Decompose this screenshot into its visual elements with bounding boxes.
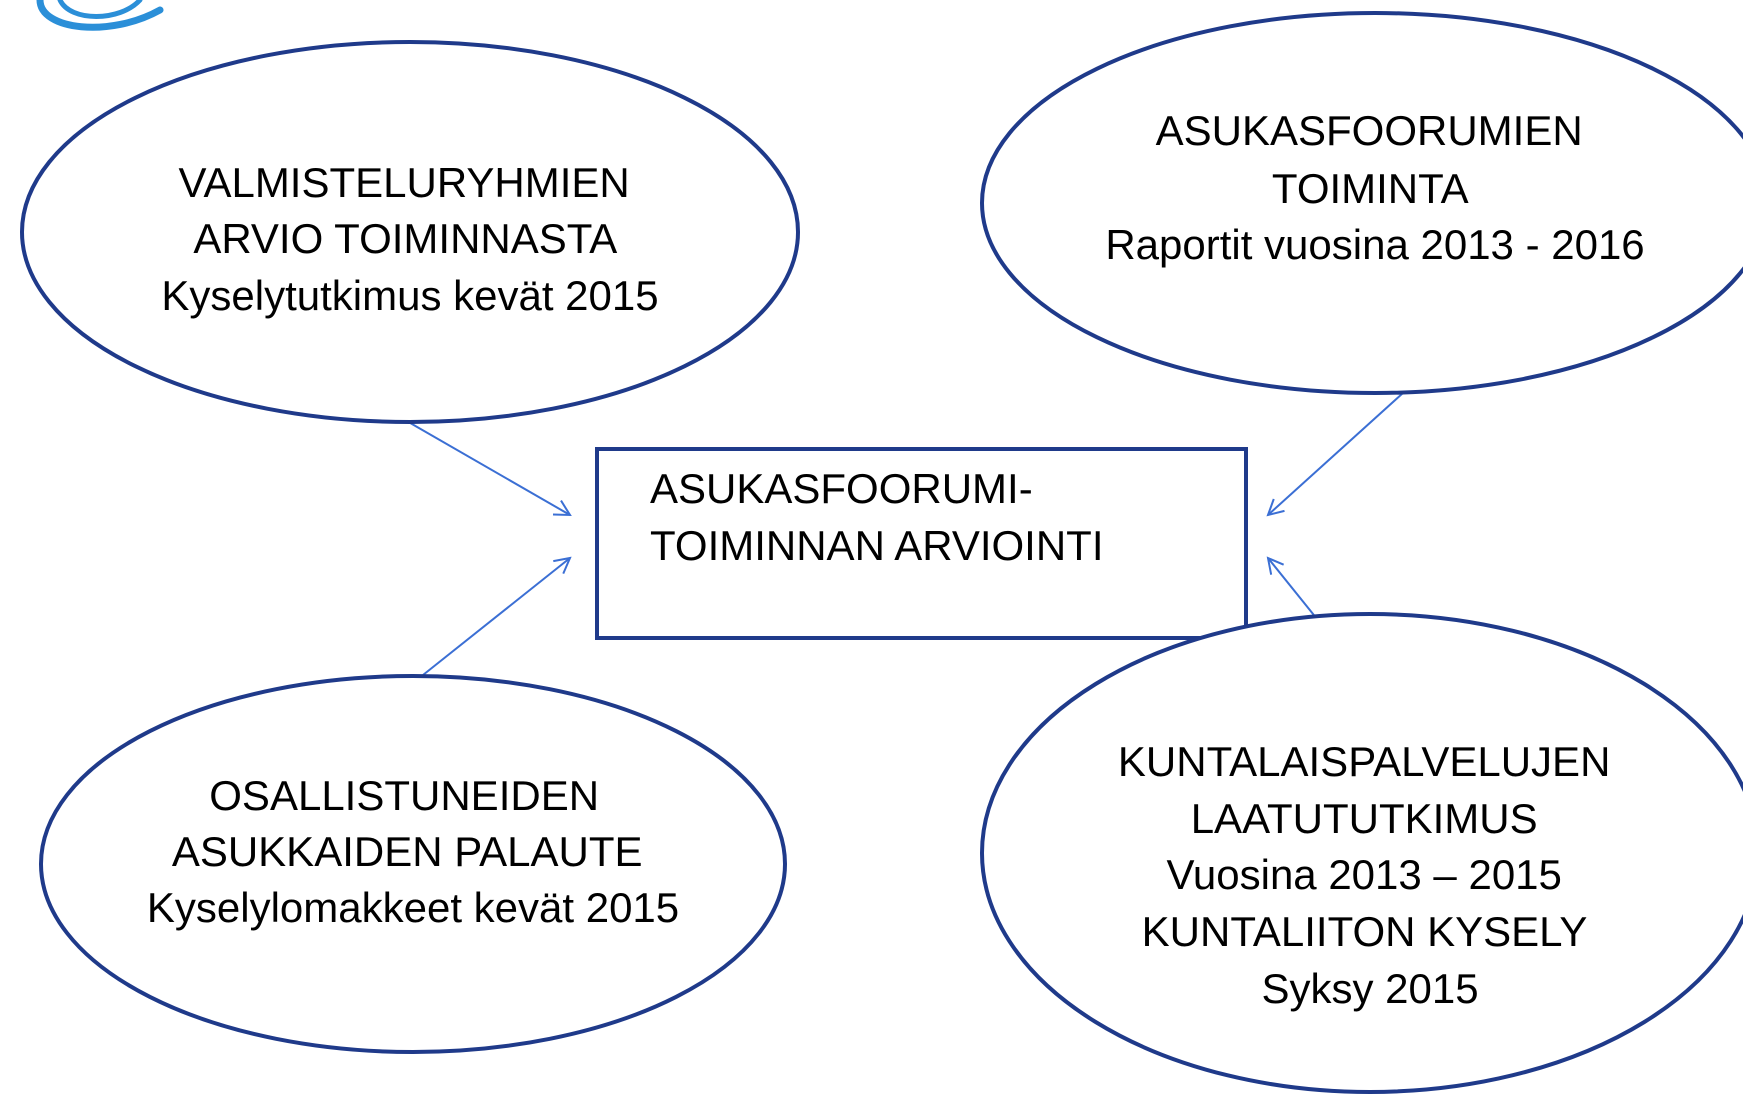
node-kuntalaispalvelut-line-1: KUNTALAISPALVELUJEN (1118, 738, 1611, 785)
node-asukasfoorumit-line-3: Raportit vuosina 2013 - 2016 (1105, 221, 1644, 268)
node-valmisteluryhmat-line-2: ARVIO TOIMINNASTA (193, 215, 617, 262)
node-kuntalaispalvelut-line-2: LAATUTUTKIMUS (1191, 795, 1538, 842)
node-osallistuneet-line-2: ASUKKAIDEN PALAUTE (172, 828, 643, 875)
node-asukasfoorumit-text: ASUKASFOORUMIEN TOIMINTA Raportit vuosin… (1105, 107, 1644, 268)
node-asukasfoorumit-line-2: TOIMINTA (1272, 165, 1469, 212)
node-asukasfoorumit (980, 11, 1743, 395)
center-line-1: ASUKASFOORUMI- (650, 465, 1033, 512)
arrow-top-left (404, 419, 570, 515)
node-kuntalaispalvelut (980, 612, 1743, 1094)
node-kuntalaispalvelut-line-3: Vuosina 2013 – 2015 (1166, 851, 1561, 898)
logo-icon (36, 0, 164, 31)
node-osallistuneet (39, 674, 787, 1054)
node-asukasfoorumit-line-1: ASUKASFOORUMIEN (1156, 107, 1583, 154)
node-valmisteluryhmat-line-3: Kyselytutkimus kevät 2015 (161, 272, 658, 319)
node-kuntalaispalvelut-line-4: KUNTALIITON KYSELY (1142, 908, 1588, 955)
node-osallistuneet-line-1: OSALLISTUNEIDEN (209, 772, 599, 819)
node-valmisteluryhmat (20, 40, 800, 424)
arrow-bottom-left (422, 558, 570, 676)
node-osallistuneet-text: OSALLISTUNEIDEN ASUKKAIDEN PALAUTE Kysel… (147, 772, 679, 931)
node-kuntalaispalvelut-line-5: Syksy 2015 (1261, 965, 1478, 1012)
node-kuntalaispalvelut-text: KUNTALAISPALVELUJEN LAATUTUTKIMUS Vuosin… (1118, 738, 1622, 1012)
center-line-2: TOIMINNAN ARVIOINTI (650, 522, 1104, 569)
node-valmisteluryhmat-line-1: VALMISTELURYHMIEN (179, 159, 630, 206)
center-box (595, 447, 1248, 640)
arrow-top-right (1268, 392, 1404, 515)
node-osallistuneet-line-3: Kyselylomakkeet kevät 2015 (147, 884, 679, 931)
node-valmisteluryhmat-text: VALMISTELURYHMIEN ARVIO TOIMINNASTA Kyse… (161, 159, 658, 319)
center-box-title: ASUKASFOORUMI- TOIMINNAN ARVIOINTI (650, 465, 1104, 569)
